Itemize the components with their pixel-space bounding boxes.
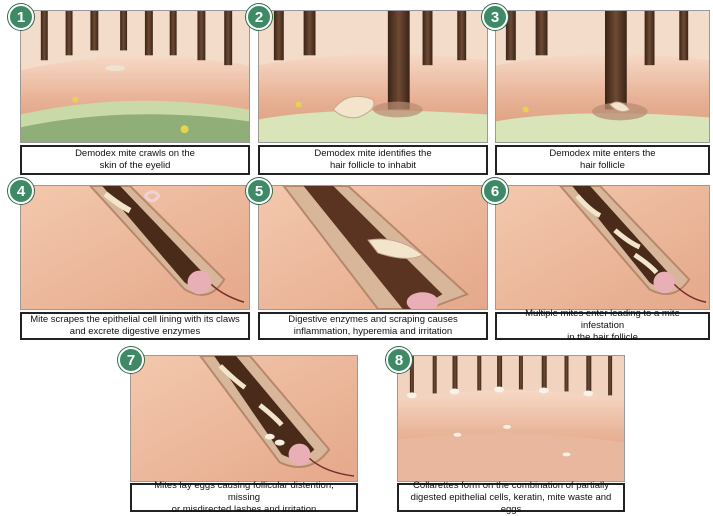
step-number-badge-1: 1: [8, 4, 34, 30]
step-panel-8: Collarettes form on the combination of p…: [397, 355, 625, 512]
step-caption-6: Multiple mites enter leading to a mite i…: [495, 312, 710, 340]
follicle-cross-section-mite-illustration: [20, 185, 250, 310]
follicle-infestation-illustration: [495, 185, 710, 310]
step-caption-8: Collarettes form on the combination of p…: [397, 483, 625, 512]
step-caption-5: Digestive enzymes and scraping causes in…: [258, 312, 488, 340]
follicle-inflammation-illustration: [258, 185, 488, 310]
step-number-badge-8: 8: [386, 347, 412, 373]
mite-at-follicle-opening-illustration: [258, 10, 488, 143]
step-number-badge-6: 6: [482, 178, 508, 204]
step-panel-3: Demodex mite enters the hair follicle: [495, 10, 710, 175]
lashes-collarettes-illustration: [397, 355, 625, 482]
step-caption-2: Demodex mite identifies the hair follicl…: [258, 145, 488, 175]
step-panel-4: Mite scrapes the epithelial cell lining …: [20, 185, 250, 340]
step-caption-4: Mite scrapes the epithelial cell lining …: [20, 312, 250, 340]
step-panel-6: Multiple mites enter leading to a mite i…: [495, 185, 710, 340]
step-panel-1: Demodex mite crawls on the skin of the e…: [20, 10, 250, 175]
step-number-badge-5: 5: [246, 178, 272, 204]
step-caption-7: Mites lay eggs causing follicular disten…: [130, 483, 358, 512]
follicle-eggs-distention-illustration: [130, 355, 358, 482]
step-panel-5: Digestive enzymes and scraping causes in…: [258, 185, 488, 340]
step-caption-3: Demodex mite enters the hair follicle: [495, 145, 710, 175]
step-caption-1: Demodex mite crawls on the skin of the e…: [20, 145, 250, 175]
step-panel-7: Mites lay eggs causing follicular disten…: [130, 355, 358, 512]
eyelid-skin-surface-illustration: [20, 10, 250, 143]
step-number-badge-7: 7: [118, 347, 144, 373]
step-number-badge-3: 3: [482, 4, 508, 30]
mite-entering-follicle-illustration: [495, 10, 710, 143]
step-number-badge-4: 4: [8, 178, 34, 204]
step-number-badge-2: 2: [246, 4, 272, 30]
step-panel-2: Demodex mite identifies the hair follicl…: [258, 10, 488, 175]
